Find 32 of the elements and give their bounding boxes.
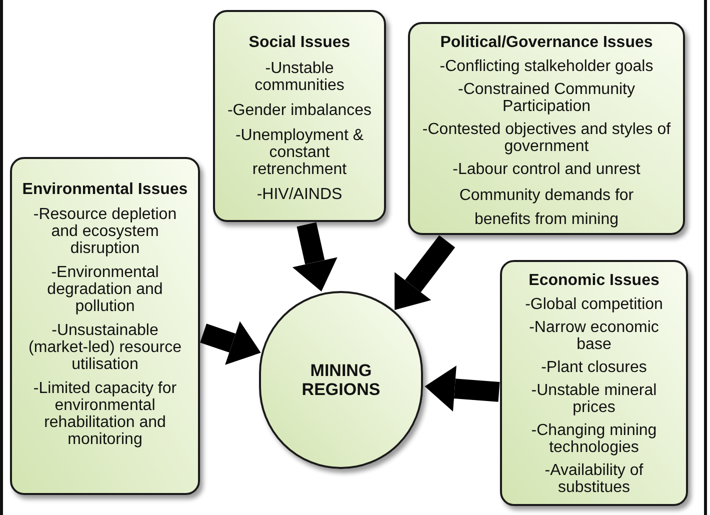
issue-item: -Gender imbalances	[227, 102, 372, 119]
issue-item: -Unemployment & constant retrenchment	[234, 127, 365, 178]
panel-heading: Environmental Issues	[22, 180, 188, 199]
issue-item: Community demands for benefits from mining	[458, 186, 635, 230]
issue-item: -Global competition	[525, 296, 663, 313]
issue-item: -Contested objectives and styles of government	[421, 121, 672, 155]
panel-heading: Social Issues	[248, 33, 350, 52]
issues-panel	[408, 22, 685, 235]
issue-item: -Limited capacity for environmental rehabilitation and monitoring	[32, 380, 178, 448]
issue-item: -Conflicting stalkeholder goals	[440, 58, 654, 75]
issues-panel	[10, 157, 200, 495]
issue-item: -Narrow economic base	[528, 319, 660, 353]
issues-panel	[213, 10, 386, 222]
panel-heading: Political/Governance Issues	[440, 33, 653, 52]
block-arrow	[394, 235, 456, 310]
issue-item: -Resource depletion and ecosystem disruption	[32, 206, 178, 257]
issue-item: -Changing mining technologies	[530, 422, 658, 456]
block-arrow	[424, 366, 500, 412]
issues-panel	[500, 260, 688, 506]
issue-item: -Labour control and unrest	[452, 161, 640, 178]
issue-item: -Unstable communities	[254, 60, 346, 94]
issue-item: -Unsustainable (market-led) resource utilisation	[28, 322, 182, 373]
circle-label: MINING REGIONS	[300, 361, 382, 399]
block-arrow	[200, 321, 261, 365]
issue-item: -Plant closures	[541, 359, 647, 376]
panel-heading: Economic Issues	[528, 271, 660, 290]
issue-item: -HIV/AINDS	[256, 186, 342, 203]
block-arrow	[292, 222, 338, 292]
issue-item: -Environmental degradation and pollution	[46, 264, 164, 315]
issue-item: -Constrained Community Participation	[457, 81, 636, 115]
issue-item: -Availability of substitues	[544, 462, 644, 496]
issue-item: -Unstable mineral prices	[530, 382, 658, 416]
